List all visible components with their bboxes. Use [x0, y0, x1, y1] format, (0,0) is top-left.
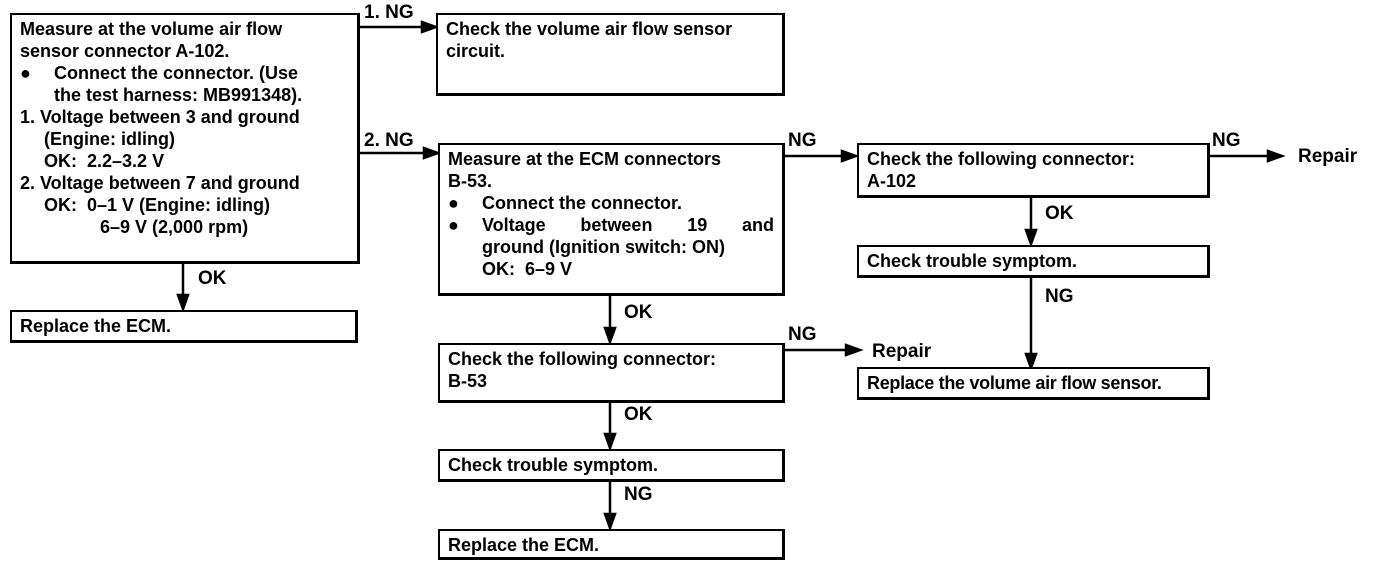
- box3-bullet2: ● Voltage between 19 and ground (Ignitio…: [448, 214, 774, 280]
- box1-item1-condition: (Engine: idling): [44, 129, 175, 149]
- label-repair-2: Repair: [872, 341, 932, 362]
- replace-volume-air-flow-sensor-box: Replace the volume air flow sensor.: [857, 367, 1210, 400]
- label-2ng: 2. NG: [364, 130, 414, 151]
- arrowhead-ng-box9: [603, 512, 617, 532]
- measure-ecm-connectors-box: Measure at the ECM connectors B-53. ● Co…: [438, 143, 785, 296]
- arrowhead-ok-box1: [176, 293, 190, 313]
- check-connector-b53-box: Check the following connector: B-53: [438, 343, 785, 403]
- box7-line1: Replace the ECM.: [20, 316, 172, 336]
- check-volume-air-flow-sensor-circuit-box: Check the volume air flow sensor circuit…: [436, 13, 785, 96]
- box2-line2: circuit.: [446, 41, 506, 61]
- bullet-icon: ●: [20, 63, 31, 83]
- label-ok-box8: OK: [624, 404, 653, 425]
- box2-line1: Check the volume air flow sensor: [446, 19, 733, 39]
- box1-ok2: OK: 0–1 V (Engine: idling): [20, 194, 349, 216]
- arrowhead-1ng: [420, 20, 440, 34]
- box9-line1: Check trouble symptom.: [448, 455, 659, 475]
- box1-line2: sensor connector A-102.: [20, 41, 230, 61]
- ok-value: 6–9 V: [525, 259, 573, 279]
- bullet-icon: ●: [448, 193, 459, 213]
- box1-bullet: ● Connect the connector. (Use the test h…: [20, 62, 349, 106]
- box1-item1: 1. Voltage between 3 and ground: [20, 107, 300, 127]
- box1-line1: Measure at the volume air flow: [20, 19, 283, 39]
- measure-volume-air-flow-box: Measure at the volume air flow sensor co…: [10, 13, 360, 264]
- box3-bullet1: ● Connect the connector.: [448, 192, 774, 214]
- box1-ok2-rpm: 6–9 V (2,000 rpm): [100, 217, 249, 237]
- ok-label: OK:: [44, 151, 77, 171]
- word-voltage: Voltage: [482, 215, 546, 235]
- word-between: between: [580, 215, 653, 235]
- ok-label: OK:: [44, 195, 77, 215]
- check-connector-a102-box: Check the following connector: A-102: [857, 143, 1210, 198]
- box8-line2: B-53: [448, 371, 488, 391]
- arrowhead-ng-box4: [1266, 149, 1286, 163]
- arrowhead-2ng: [422, 146, 442, 160]
- box3-line1: Measure at the ECM connectors: [448, 149, 722, 169]
- ok-value: 0–1 V (Engine: idling): [87, 195, 271, 215]
- label-ng-box8: NG: [788, 324, 817, 345]
- label-ok-box3: OK: [624, 302, 653, 323]
- label-ok-box1: OK: [198, 268, 227, 289]
- box4-line2: A-102: [867, 171, 917, 191]
- box4-line1: Check the following connector:: [867, 149, 1136, 169]
- arrowhead-ok-box3: [603, 326, 617, 346]
- label-ng-box9: NG: [624, 484, 653, 505]
- box1-bullet-line1: Connect the connector. (Use: [54, 63, 299, 83]
- replace-ecm-box-left: Replace the ECM.: [10, 310, 358, 343]
- arrowhead-ng-box3: [840, 149, 860, 163]
- ok-value: 2.2–3.2 V: [87, 151, 165, 171]
- arrowhead-ng-box5: [1024, 352, 1038, 372]
- box3-bullet1-text: Connect the connector.: [482, 193, 683, 213]
- box5-line1: Check trouble symptom.: [867, 251, 1078, 271]
- label-1ng: 1. NG: [364, 2, 414, 23]
- label-ng-box4: NG: [1212, 130, 1241, 151]
- box10-line1: Replace the ECM.: [448, 535, 600, 555]
- check-trouble-symptom-box-right: Check trouble symptom.: [857, 245, 1210, 278]
- label-ng-box5: NG: [1045, 286, 1074, 307]
- arrowhead-ng-box8: [844, 343, 864, 357]
- box8-line1: Check the following connector:: [448, 349, 717, 369]
- replace-ecm-box-center: Replace the ECM.: [438, 529, 785, 560]
- label-ok-box4: OK: [1045, 203, 1074, 224]
- word-19: 19: [687, 215, 708, 235]
- arrowhead-ok-box4: [1024, 228, 1038, 248]
- box6-line1: Replace the volume air flow sensor.: [867, 373, 1162, 393]
- box3-ok: OK: 6–9 V: [482, 258, 774, 280]
- box1-ok1: OK: 2.2–3.2 V: [20, 150, 349, 172]
- box3-line2: B-53.: [448, 171, 493, 191]
- box1-bullet-line2: the test harness: MB991348).: [54, 85, 303, 105]
- word-and: and: [741, 215, 774, 235]
- box1-item2: 2. Voltage between 7 and ground: [20, 173, 300, 193]
- arrowhead-ok-box8: [603, 432, 617, 452]
- bullet-icon: ●: [448, 215, 459, 235]
- check-trouble-symptom-box-center: Check trouble symptom.: [438, 449, 785, 482]
- ok-label: OK:: [482, 259, 515, 279]
- box3-bullet2-line2: ground (Ignition switch: ON): [482, 237, 725, 257]
- label-repair-1: Repair: [1298, 146, 1358, 167]
- label-ng-box3: NG: [788, 130, 817, 151]
- box3-bullet2-line1: Voltage between 19 and: [482, 214, 774, 236]
